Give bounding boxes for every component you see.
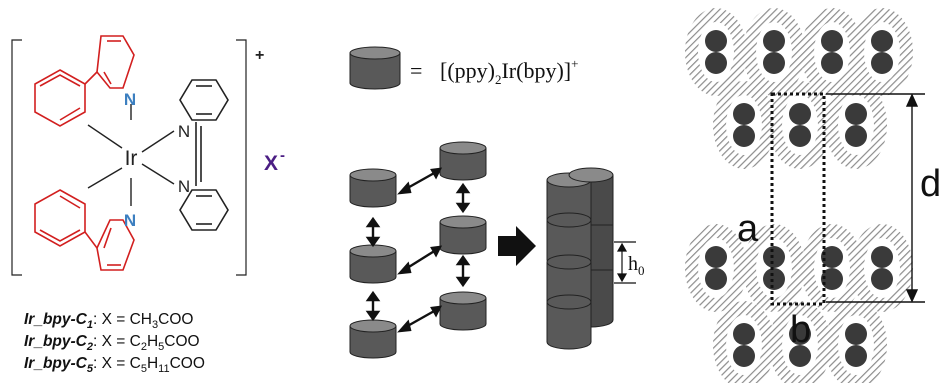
ppy-ligand-bottom <box>34 189 135 271</box>
bpy-ligand <box>179 79 229 231</box>
transition-arrow <box>498 226 536 266</box>
columnar-unit <box>769 81 831 169</box>
stacked-column-front <box>546 167 614 350</box>
back-column-top <box>568 167 614 183</box>
interaction-arrows <box>365 167 471 333</box>
h0-label: h0 <box>628 253 645 278</box>
legend-formula: [(ppy)2Ir(bpy)]+ <box>440 56 578 87</box>
molecule-cylinder <box>349 168 397 208</box>
columnar-unit <box>685 224 747 312</box>
counterion-x: X <box>264 152 278 175</box>
iridium-label: Ir <box>125 147 138 170</box>
compound-3: Ir_bpy-C5: X = C5H11COO <box>24 355 205 375</box>
molecule-cylinders <box>349 141 487 359</box>
h0-marker <box>614 241 636 284</box>
stacking-schematic: = [(ppy)2Ir(bpy)]+ <box>349 46 645 359</box>
columnar-units <box>685 8 913 383</box>
left-bracket <box>11 39 22 276</box>
columnar-unit <box>851 224 913 312</box>
molecule-cylinder <box>439 291 487 331</box>
columnar-unit <box>685 8 747 96</box>
legend-equals: = <box>410 58 422 83</box>
d-dimension <box>826 93 925 303</box>
columnar-unit <box>769 301 831 383</box>
counterion-minus: - <box>280 147 285 164</box>
unit-cell <box>770 92 826 306</box>
a-label: a <box>737 208 759 250</box>
compound-list: Ir_bpy-C1: X = CH3COO Ir_bpy-C2: X = C2H… <box>24 311 205 375</box>
stack-segment <box>546 294 592 350</box>
legend-cylinder <box>349 46 401 90</box>
b-label: b <box>790 309 811 351</box>
compound-1: Ir_bpy-C1: X = CH3COO <box>24 311 193 331</box>
lattice-packing: d a b <box>685 8 941 383</box>
n-label-bottom: N <box>124 211 136 230</box>
ppy-ligand-top <box>34 35 135 127</box>
columnar-unit <box>801 8 863 96</box>
columnar-unit <box>825 81 887 169</box>
d-label: d <box>920 163 941 205</box>
molecule-cylinder <box>439 141 487 181</box>
columnar-unit <box>743 224 805 312</box>
n-label-bpy-top: N <box>178 122 190 141</box>
right-bracket <box>236 39 247 276</box>
charge-plus: + <box>255 47 264 64</box>
compound-2: Ir_bpy-C2: X = C2H5COO <box>24 333 200 353</box>
n-label-top: N <box>124 90 136 109</box>
chemical-structure: Ir N N N N + X - Ir_bpy-C1: X = CH3COO I… <box>11 35 285 375</box>
columnar-unit <box>713 301 775 383</box>
columnar-unit <box>713 81 775 169</box>
molecule-cylinder <box>349 319 397 359</box>
columnar-unit <box>825 301 887 383</box>
n-label-bpy-bottom: N <box>178 177 190 196</box>
molecule-cylinder <box>439 215 487 255</box>
molecule-cylinder <box>349 244 397 284</box>
columnar-unit <box>851 8 913 96</box>
columnar-unit <box>743 8 805 96</box>
